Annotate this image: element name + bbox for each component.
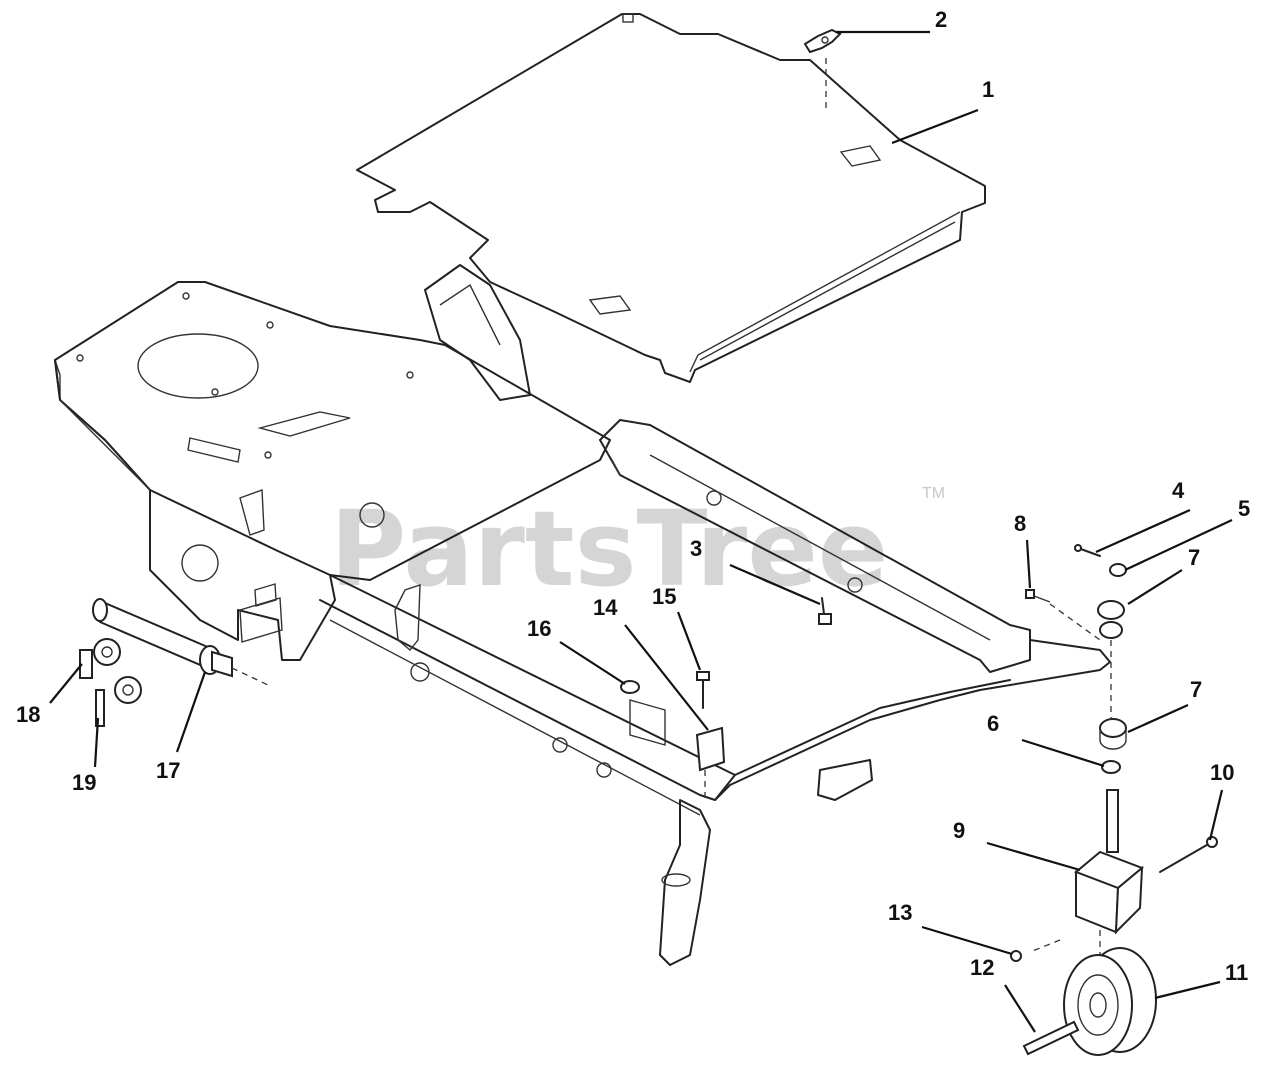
bolt-15-part bbox=[696, 671, 710, 709]
callout-12: 12 bbox=[970, 955, 994, 980]
main-frame bbox=[54, 264, 1111, 966]
ring-5-part bbox=[1109, 563, 1127, 577]
callout-18: 18 bbox=[16, 702, 40, 727]
watermark: PartsTree TM bbox=[330, 485, 945, 610]
watermark-text: PartsTree bbox=[330, 488, 888, 610]
bolt-8-part bbox=[1025, 589, 1101, 641]
callout-9-label: 9 bbox=[953, 818, 965, 843]
axle-part bbox=[92, 598, 269, 686]
clip-part bbox=[803, 28, 842, 54]
caster-fork-part bbox=[1074, 789, 1144, 955]
leader-lines bbox=[49, 30, 1233, 1033]
callout-7b: 7 bbox=[1190, 677, 1202, 702]
callouts: 2 1 3 4 5 7 8 7 6 10 9 13 12 11 14 15 16… bbox=[16, 7, 1250, 985]
washer-6-part bbox=[1101, 640, 1121, 774]
watermark-trademark: TM bbox=[922, 485, 945, 502]
callout-4: 4 bbox=[1172, 478, 1185, 503]
callout-3: 3 bbox=[690, 536, 702, 561]
callout-2: 2 bbox=[935, 7, 947, 32]
cotter-pin-part bbox=[95, 676, 142, 727]
floor-pan-part bbox=[356, 13, 986, 383]
callout-1: 1 bbox=[982, 77, 994, 102]
callout-11: 11 bbox=[1225, 960, 1248, 985]
callout-13: 13 bbox=[888, 900, 912, 925]
bolt-3-part bbox=[818, 597, 832, 625]
callout-16: 16 bbox=[527, 616, 551, 641]
callout-15: 15 bbox=[652, 584, 676, 609]
callout-10: 10 bbox=[1210, 760, 1234, 785]
hairpin-clip-part bbox=[79, 638, 121, 679]
pin-4-part bbox=[1074, 544, 1101, 557]
callout-14: 14 bbox=[593, 595, 618, 620]
wheel-11-part bbox=[1063, 947, 1157, 1056]
callout-6: 6 bbox=[987, 711, 999, 736]
axle-12-part bbox=[1022, 1020, 1080, 1056]
callout-7a: 7 bbox=[1188, 545, 1200, 570]
plate-14-part bbox=[695, 726, 726, 772]
nut-13-part bbox=[1010, 950, 1022, 962]
bearing-7-part bbox=[1097, 600, 1127, 750]
callout-19: 19 bbox=[72, 770, 96, 795]
callout-8: 8 bbox=[1014, 511, 1026, 536]
callout-5: 5 bbox=[1238, 496, 1250, 521]
plug-16-part bbox=[620, 680, 640, 694]
callout-17: 17 bbox=[156, 758, 180, 783]
